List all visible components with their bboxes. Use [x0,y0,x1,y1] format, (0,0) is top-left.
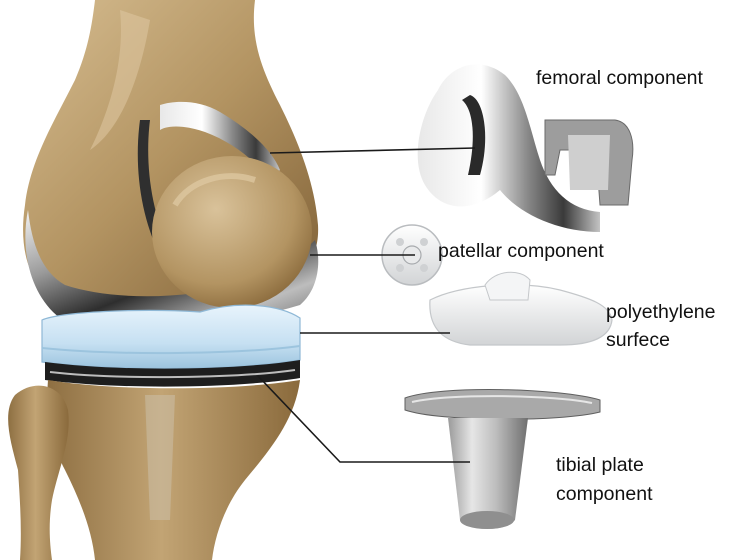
fibula-bone [8,386,69,560]
label-femoral-component: femoral component [536,67,704,89]
label-surfece: surfece [606,329,670,351]
label-tibial-component: component [556,483,653,505]
label-tibial-plate: tibial plate [556,454,644,476]
polyethylene-insert [42,305,300,368]
knee-illustration [8,0,318,560]
label-patellar-component: patellar component [438,240,604,262]
polyethylene-part [430,272,612,345]
label-polyethylene: polyethylene [606,301,716,323]
